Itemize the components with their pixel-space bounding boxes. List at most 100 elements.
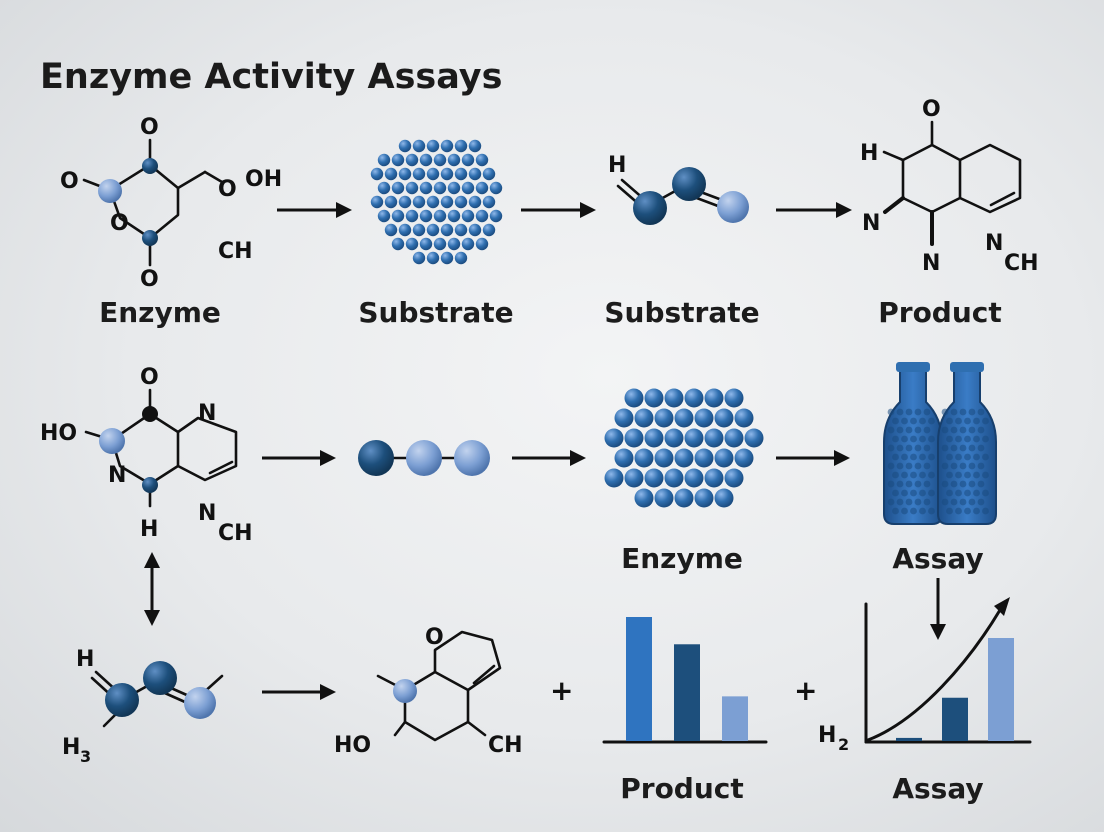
cluster-sphere [405,209,419,223]
bottle-bubble [973,453,980,461]
reaction-arrow [776,450,850,466]
diagram-title: Enzyme Activity Assays [40,57,502,97]
cluster-sphere [440,139,454,153]
bottle-bubble [977,426,985,434]
bottle-bubble [959,498,967,506]
bottle-bubble [973,471,980,479]
cluster-sphere [412,223,426,237]
atom-sphere-black [142,406,158,422]
bottle-bubble [959,444,967,452]
cluster-sphere [654,488,674,508]
bottle-bubble [928,507,935,515]
bottle-bubble [950,408,958,416]
bottle-bubble [964,507,971,515]
atom-label: O [140,267,159,292]
cluster-sphere [419,181,433,195]
cluster-sphere [454,195,468,209]
reaction-arrow [521,202,596,218]
cluster-sphere [644,388,664,408]
bottle-bubble [928,489,935,497]
cluster-sphere [714,408,734,428]
bottle-bubble [892,435,899,443]
cluster-sphere [398,167,412,181]
cluster-sphere [454,223,468,237]
bottle-bubble [941,426,949,434]
bottle-bubble [923,444,931,452]
bead-chain [358,440,490,476]
bottle-bubble [928,435,935,443]
small-molecule: H H 3 [62,647,224,766]
bottle-bubble [955,507,962,515]
bottle-bubble [982,507,989,515]
atom-sphere-light [393,679,417,703]
bottle-bubble [923,462,931,470]
cluster-sphere [624,468,644,488]
atom-label: O [218,177,237,202]
double-headed-arrow [144,552,160,626]
atom-label: H [608,153,626,178]
atom-label: O [922,97,941,122]
bottle-bubble [896,444,904,452]
reaction-arrow [776,202,852,218]
atom-sphere-light [99,428,125,454]
bottle-bubble [914,462,922,470]
bottle-bubble [946,471,953,479]
cluster-sphere [447,237,461,251]
atom-label: O [110,211,129,236]
cluster-sphere [461,153,475,167]
cluster-sphere [426,167,440,181]
cluster-sphere [391,237,405,251]
chart-bar [896,737,922,741]
atom-sphere-dark [142,158,158,174]
cluster-sphere [475,181,489,195]
cluster-sphere [440,223,454,237]
cluster-sphere [384,223,398,237]
bottle-bubble [977,498,985,506]
bottle-bubble [946,453,953,461]
cluster-sphere [370,195,384,209]
cluster-sphere [454,251,468,265]
cluster-sphere [426,195,440,209]
cluster-sphere [724,428,744,448]
chart-bar [942,697,968,741]
plus-sign: + [550,674,573,707]
bottle-bubble [892,471,899,479]
bottle-bubble [973,417,980,425]
atom-label: H [818,723,836,748]
bottle-bubble [946,489,953,497]
cluster-sphere [377,153,391,167]
cluster-sphere [744,428,764,448]
cluster-sphere [614,448,634,468]
cluster-sphere [644,468,664,488]
bottle-bubble [982,435,989,443]
cluster-sphere [370,167,384,181]
bottle-bubble [928,453,935,461]
reaction-arrow [512,450,586,466]
atom-label: N [198,501,216,526]
atom-sphere-dark [142,230,158,246]
cluster-sphere [419,153,433,167]
cluster-sphere [440,251,454,265]
atom-label: CH [218,521,253,546]
bottle-bubble [892,417,899,425]
atom-sphere-light [454,440,490,476]
cluster-sphere [674,408,694,428]
cluster-sphere [377,209,391,223]
bottle-bubble [896,498,904,506]
cluster-sphere [426,251,440,265]
atom-label-subscript: 2 [838,735,849,754]
label-product: Product [878,296,1002,329]
atom-label: CH [488,733,523,758]
bottle-bubble [910,507,917,515]
cluster-sphere [704,388,724,408]
bottle-bubble [887,444,895,452]
cluster-sphere [419,237,433,251]
cluster-sphere [704,428,724,448]
atom-label: H [860,141,878,166]
atom-label: H [76,647,94,672]
atom-sphere-dark [358,440,394,476]
cluster-sphere [734,448,754,468]
bottle-bubble [892,507,899,515]
cluster-sphere [384,195,398,209]
bottle-bubble [955,417,962,425]
